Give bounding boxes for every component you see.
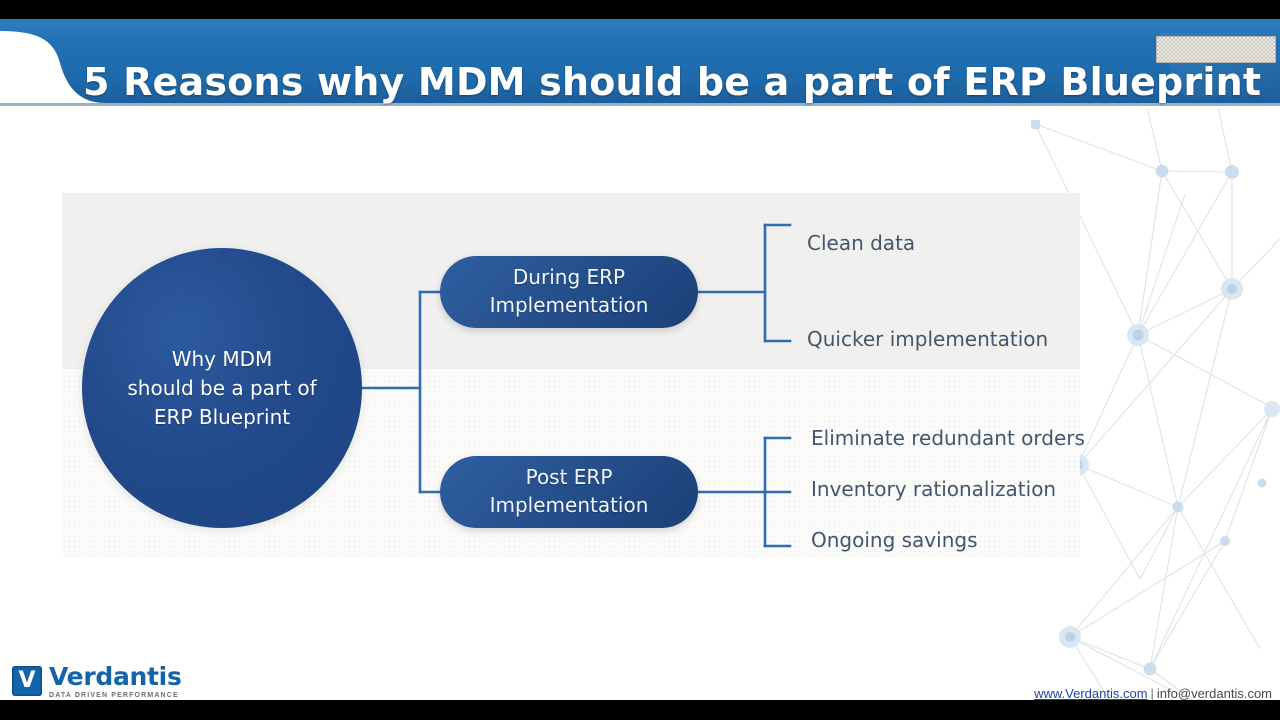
logo-initial: V (18, 668, 36, 693)
logo-name: Verdantis (49, 662, 182, 691)
footer-contact: www.Verdantis.com|info@verdantis.com (1034, 686, 1272, 700)
footer-website-link[interactable]: www.Verdantis.com (1034, 686, 1148, 700)
footer-email[interactable]: info@verdantis.com (1156, 686, 1272, 700)
logo-tagline: DATA DRIVEN PERFORMANCE (49, 692, 179, 699)
header-image-placeholder (1156, 36, 1276, 63)
logo-mark-icon: V (12, 666, 42, 696)
leaf-item-eliminate-redundant-orders: Eliminate redundant orders (811, 426, 1085, 450)
connector-lines (359, 223, 792, 548)
leaf-item-clean-data: Clean data (807, 231, 916, 255)
slide-canvas: 5 Reasons why MDM should be a part of ER… (0, 19, 1280, 700)
page-title: 5 Reasons why MDM should be a part of ER… (83, 60, 1262, 104)
footer-separator: | (1150, 686, 1154, 700)
leaf-item-inventory-rationalization: Inventory rationalization (811, 477, 1057, 501)
leaf-item-quicker-implementation: Quicker implementation (807, 327, 1049, 351)
header-banner-shape (0, 19, 1280, 106)
letterbox-bottom (0, 700, 1280, 720)
verdantis-logo: V Verdantis DATA DRIVEN PERFORMANCE (12, 664, 182, 699)
letterbox-top (0, 0, 1280, 19)
leaf-item-ongoing-savings: Ongoing savings (811, 528, 978, 552)
logo-text-block: Verdantis DATA DRIVEN PERFORMANCE (49, 664, 182, 699)
slide-header: 5 Reasons why MDM should be a part of ER… (0, 19, 1280, 109)
